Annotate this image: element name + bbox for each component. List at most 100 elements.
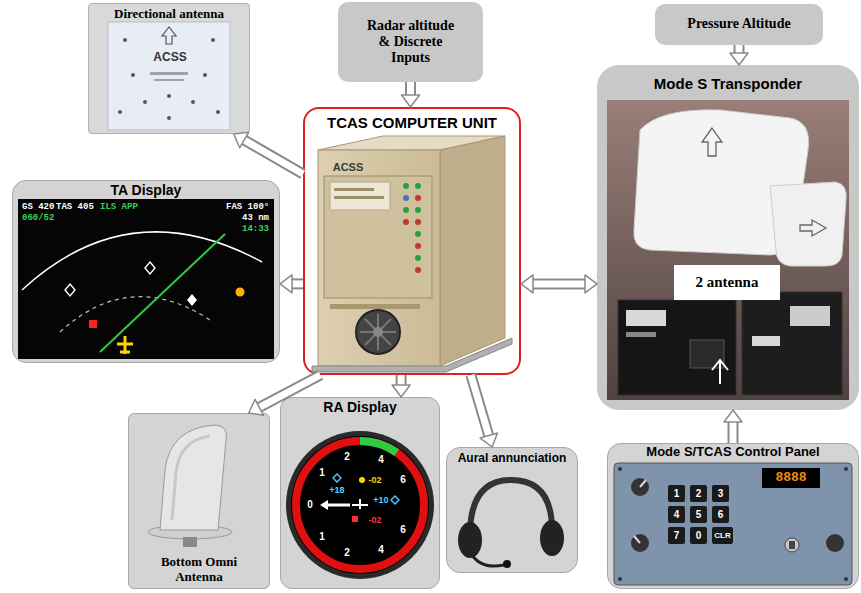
label-holder: 7: [668, 527, 685, 544]
connector-arrow: [402, 82, 420, 107]
display-readout: 14:33: [242, 224, 269, 235]
label-holder: 43 nm: [242, 213, 269, 224]
display-readout: GS 420: [22, 202, 54, 213]
panel-key-label: 0: [690, 527, 707, 544]
panel-key-label: 3: [712, 485, 729, 502]
display-readout: 060/52: [22, 213, 54, 224]
arrow-shaft-outline: [291, 278, 303, 289]
node-label: Aural annunciation: [458, 452, 567, 466]
component-box: Directional antenna: [88, 3, 250, 134]
display-readout: 43 nm: [242, 213, 269, 224]
display-readout: 2: [341, 450, 353, 464]
arrow-head: [249, 399, 264, 415]
node-label: Mode S/TCAS Control Panel: [646, 445, 819, 460]
label-holder: ILS APP: [100, 202, 138, 213]
arrow-head: [392, 385, 410, 397]
arrow-shaft-outline: [258, 375, 320, 408]
label-holder: 6: [712, 506, 729, 523]
label-holder: FAS 100°: [226, 202, 269, 213]
label-holder: CLR: [712, 527, 733, 544]
arrow-shaft-outline: [396, 375, 407, 386]
arrow-shaft: [291, 280, 303, 287]
label-holder: GS 420: [22, 202, 54, 213]
arrow-shaft: [258, 375, 320, 408]
label-holder: 5: [690, 506, 707, 523]
input-box: Pressure Altitude: [655, 4, 823, 45]
arrow-shaft: [736, 45, 743, 54]
arrow-head: [585, 275, 597, 293]
node-label: Bottom Omni Antenna: [149, 555, 249, 585]
label-holder: 6: [397, 523, 409, 537]
node-label: Mode S Transponder: [654, 75, 802, 92]
arrow-shaft: [243, 140, 303, 174]
label-holder: -02: [366, 514, 384, 526]
node-label: Pressure Altitude: [687, 16, 790, 32]
panel-key-label: 2: [690, 485, 707, 502]
transponder-panel: Mode S Transponder 2 antenna: [597, 65, 859, 410]
antenna-label-box: 2 antenna: [674, 265, 780, 300]
arrow-shaft-outline: [243, 140, 303, 174]
label-holder: 2: [690, 485, 707, 502]
label-holder: -02: [366, 474, 384, 486]
label-holder: 4: [375, 543, 387, 557]
panel-key-label: 7: [668, 527, 685, 544]
arrow-shaft-outline: [471, 375, 489, 436]
display-readout: 6: [397, 523, 409, 537]
label-holder: 2: [341, 546, 353, 560]
display-readout: 0: [304, 498, 316, 512]
display-readout: TAS 405: [56, 202, 94, 213]
node-label: TCAS COMPUTER UNIT: [327, 114, 497, 131]
directional-antenna-image: [108, 22, 230, 130]
omni-antenna-image: [148, 425, 232, 547]
panel-key-label: 6: [712, 506, 729, 523]
input-box: Radar altitude & Discrete Inputs: [338, 2, 483, 82]
arrow-shaft: [532, 280, 586, 287]
label-holder: ACSS: [150, 50, 190, 64]
arrow-shaft: [407, 82, 414, 96]
label-holder: 3: [712, 485, 729, 502]
label-holder: 1: [316, 530, 328, 544]
connector-arrow: [521, 275, 597, 293]
display-readout: 1: [316, 530, 328, 544]
arrow-head: [730, 53, 748, 65]
connector-arrow: [280, 275, 303, 293]
panel-key-label: 5: [690, 506, 707, 523]
label-holder: 2: [341, 450, 353, 464]
display-box: RA Display: [280, 397, 440, 589]
display-readout: -02: [366, 514, 384, 526]
arrow-shaft: [471, 375, 489, 436]
display-readout: 6: [397, 473, 409, 487]
control-panel-box: Mode S/TCAS Control Panel: [607, 443, 859, 589]
label-holder: 060/52: [22, 213, 54, 224]
node-label: 2 antenna: [696, 274, 759, 291]
label-holder: 14:33: [242, 224, 269, 235]
connector-arrow: [249, 375, 321, 415]
connector-arrow: [730, 45, 748, 65]
arrow-shaft: [398, 375, 405, 386]
headset-image: [458, 480, 564, 568]
arrow-shaft-outline: [405, 82, 416, 96]
panel-key-label: 8888: [764, 470, 818, 486]
label-holder: 1: [316, 466, 328, 480]
display-readout: 4: [375, 543, 387, 557]
arrow-shaft-outline: [532, 278, 586, 289]
arrow-head: [280, 275, 292, 293]
display-readout: FAS 100°: [226, 202, 269, 213]
brand-mark: ACSS: [150, 50, 190, 64]
display-readout: ILS APP: [100, 202, 138, 213]
display-readout: -02: [366, 474, 384, 486]
display-readout: +18: [328, 484, 346, 496]
arrow-shaft: [730, 421, 737, 443]
computer-unit-box: TCAS COMPUTER UNIT: [303, 107, 521, 375]
antenna-box: Bottom Omni Antenna: [128, 413, 270, 589]
transponder-image: [607, 100, 849, 400]
ra-dial: [286, 431, 434, 579]
label-holder: 4: [668, 506, 685, 523]
label-holder: 0: [690, 527, 707, 544]
connector-arrow: [724, 410, 742, 443]
connector-arrow: [471, 375, 498, 447]
ta-display-screen: [18, 199, 274, 359]
label-holder: +18: [328, 484, 346, 496]
arrow-head: [724, 410, 742, 422]
